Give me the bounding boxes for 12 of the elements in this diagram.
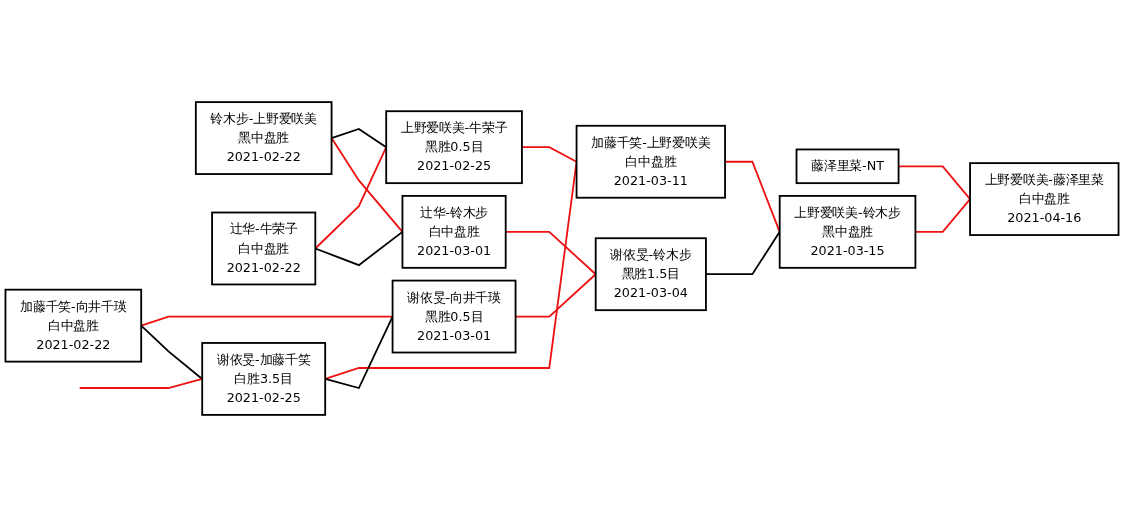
node-box: 谢依旻-铃木步 黑胜1.5目 2021-03-04 [594,237,707,312]
node-box: 谢依旻-加藤千笑 白胜3.5目 2021-02-25 [201,342,327,416]
node-box: 上野爱咲美-牛荣子 黑胜0.5目 2021-02-25 [385,110,523,185]
node-box: 谢依旻-向井千瑛 黑胜0.5目 2021-03-01 [391,279,517,354]
node-box: 辻华-铃木步 白中盘胜 2021-03-01 [401,195,507,269]
node-box: 辻华-牛荣子 白中盘胜 2021-02-22 [211,211,317,286]
node-box: 加藤千笑-上野爱咲美 白中盘胜 2021-03-11 [575,124,726,199]
node-box: 上野爱咲美-铃木步 黑中盘胜 2021-03-15 [778,195,917,269]
node-box: 上野爱咲美-藤泽里菜 白中盘胜 2021-04-16 [969,162,1120,236]
node-box: 加藤千笑-向井千瑛 白中盘胜 2021-02-22 [4,288,143,363]
node-box: 藤泽里菜-NT [795,148,900,185]
node-box: 铃木步-上野爱咲美 黑中盘胜 2021-02-22 [194,101,333,175]
